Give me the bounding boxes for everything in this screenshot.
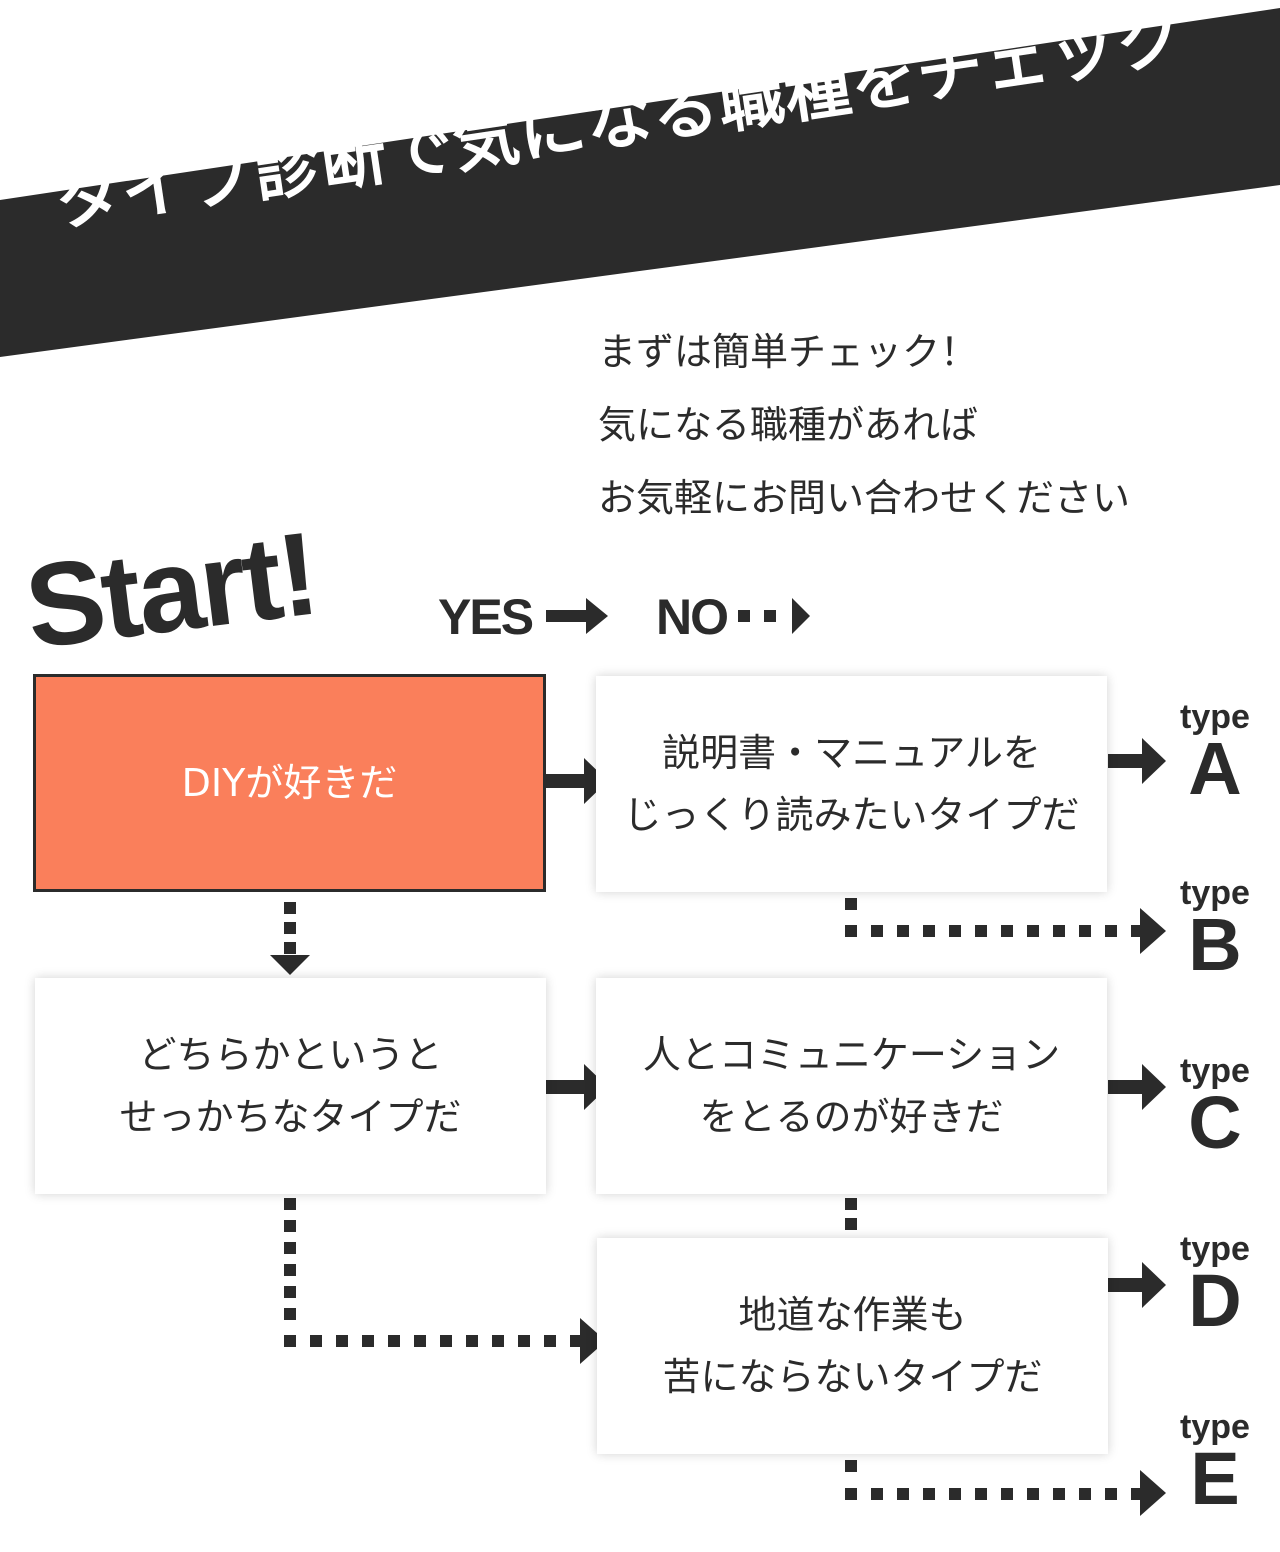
legend-yes-arrowhead xyxy=(586,598,608,634)
dotted-connector-segment xyxy=(466,1335,478,1347)
node-text: 地道な作業も xyxy=(738,1293,967,1337)
node-text: をとるのが好きだ xyxy=(699,1095,1004,1139)
dotted-connector-segment xyxy=(284,942,296,954)
intro-line: まずは簡単チェック！ xyxy=(598,330,979,374)
no-arrowhead-impatient xyxy=(270,955,310,975)
dotted-connector-segment xyxy=(1001,1488,1013,1500)
dotted-connector-segment xyxy=(949,1488,961,1500)
node-manual: 説明書・マニュアルを じっくり読みたいタイプだ xyxy=(596,676,1107,892)
intro-line: 気になる職種があれば xyxy=(598,403,979,447)
node-text: DIYが好きだ xyxy=(181,761,398,805)
type-prefix: type xyxy=(1180,1230,1250,1268)
dotted-connector-segment xyxy=(362,1335,374,1347)
dotted-connector-segment xyxy=(871,1488,883,1500)
dotted-connector-segment xyxy=(1053,925,1065,937)
type-prefix: type xyxy=(1180,874,1250,912)
dotted-connector-segment xyxy=(845,1198,857,1210)
dotted-connector-segment xyxy=(336,1335,348,1347)
dotted-connector-segment xyxy=(492,1335,504,1347)
dotted-connector-segment xyxy=(949,925,961,937)
dotted-connector-segment xyxy=(897,925,909,937)
legend-no: NO xyxy=(656,589,729,645)
type-prefix: type xyxy=(1180,1052,1250,1090)
title-banner xyxy=(0,8,1280,357)
dotted-connector-segment xyxy=(975,1488,987,1500)
yes-arrow-impatient xyxy=(546,1080,586,1094)
node-text: どちらかというと xyxy=(138,1033,443,1077)
dotted-connector-segment xyxy=(845,1218,857,1230)
dotted-connector-segment xyxy=(388,1335,400,1347)
node-impatient: どちらかというと せっかちなタイプだ xyxy=(35,978,546,1194)
intro-text: まずは簡単チェック！ 気になる職種があれば お気軽にお問い合わせください xyxy=(598,316,1130,535)
dotted-connector-segment xyxy=(845,898,857,910)
legend-yes-arrow xyxy=(546,610,586,622)
dotted-connector-segment xyxy=(975,925,987,937)
dotted-connector-segment xyxy=(1079,1488,1091,1500)
dotted-connector-segment xyxy=(440,1335,452,1347)
dotted-connector-segment xyxy=(284,1242,296,1254)
no-arrowhead-steady xyxy=(580,1318,606,1364)
dotted-connector-segment xyxy=(284,902,296,914)
yes-arrow-a xyxy=(1108,754,1144,768)
dotted-connector-segment xyxy=(1001,925,1013,937)
dotted-connector-segment xyxy=(845,1460,857,1472)
dotted-connector-segment xyxy=(845,925,857,937)
dotted-connector-segment xyxy=(923,925,935,937)
dotted-connector-segment xyxy=(518,1335,530,1347)
node-diy: DIYが好きだ xyxy=(33,674,546,892)
no-arrowhead-e xyxy=(1140,1470,1166,1516)
dotted-connector-segment xyxy=(1053,1488,1065,1500)
node-text: 説明書・マニュアルを xyxy=(662,731,1041,775)
dotted-connector-segment xyxy=(284,1264,296,1276)
dotted-connector-segment xyxy=(923,1488,935,1500)
type-letter: D xyxy=(1188,1259,1242,1342)
dotted-connector-segment xyxy=(414,1335,426,1347)
node-text: 苦にならないタイプだ xyxy=(662,1355,1043,1399)
no-arrowhead-b xyxy=(1140,908,1166,954)
dotted-connector-segment xyxy=(284,1220,296,1232)
type-prefix: type xyxy=(1180,1408,1250,1446)
yes-arrow-diy xyxy=(546,774,586,788)
node-text: せっかちなタイプだ xyxy=(119,1095,462,1139)
dotted-connector-segment xyxy=(284,922,296,934)
dotted-connector-segment xyxy=(871,925,883,937)
node-text: 人とコミュニケーション xyxy=(642,1033,1061,1077)
type-letter: B xyxy=(1188,903,1242,986)
type-letter: C xyxy=(1188,1081,1242,1164)
type-letter: A xyxy=(1188,727,1242,810)
node-communication: 人とコミュニケーション をとるのが好きだ xyxy=(596,978,1107,1194)
yes-arrow-c xyxy=(1108,1080,1144,1094)
dotted-connector-segment xyxy=(897,1488,909,1500)
legend-no-arrowhead xyxy=(792,598,810,634)
yes-arrow-d xyxy=(1108,1278,1144,1292)
node-steady: 地道な作業も 苦にならないタイプだ xyxy=(597,1238,1108,1454)
dotted-connector-segment xyxy=(1105,925,1117,937)
dotted-connector-segment xyxy=(284,1308,296,1320)
dotted-connector-segment xyxy=(1027,925,1039,937)
dotted-connector-segment xyxy=(1105,1488,1117,1500)
dotted-connector-segment xyxy=(284,1286,296,1298)
legend-yes: YES xyxy=(438,589,534,645)
dotted-connector-segment xyxy=(310,1335,322,1347)
intro-line: お気軽にお問い合わせください xyxy=(598,476,1131,520)
dotted-connector-segment xyxy=(1027,1488,1039,1500)
dotted-connector-segment xyxy=(284,1335,296,1347)
dotted-connector-segment xyxy=(284,1198,296,1210)
type-prefix: type xyxy=(1180,698,1250,736)
dotted-connector-segment xyxy=(544,1335,556,1347)
dotted-connector-segment xyxy=(845,1488,857,1500)
node-text: じっくり読みたいタイプだ xyxy=(623,793,1080,837)
type-letter: E xyxy=(1190,1437,1240,1520)
dotted-connector-segment xyxy=(1079,925,1091,937)
dotted-connector-segment xyxy=(570,1335,582,1347)
